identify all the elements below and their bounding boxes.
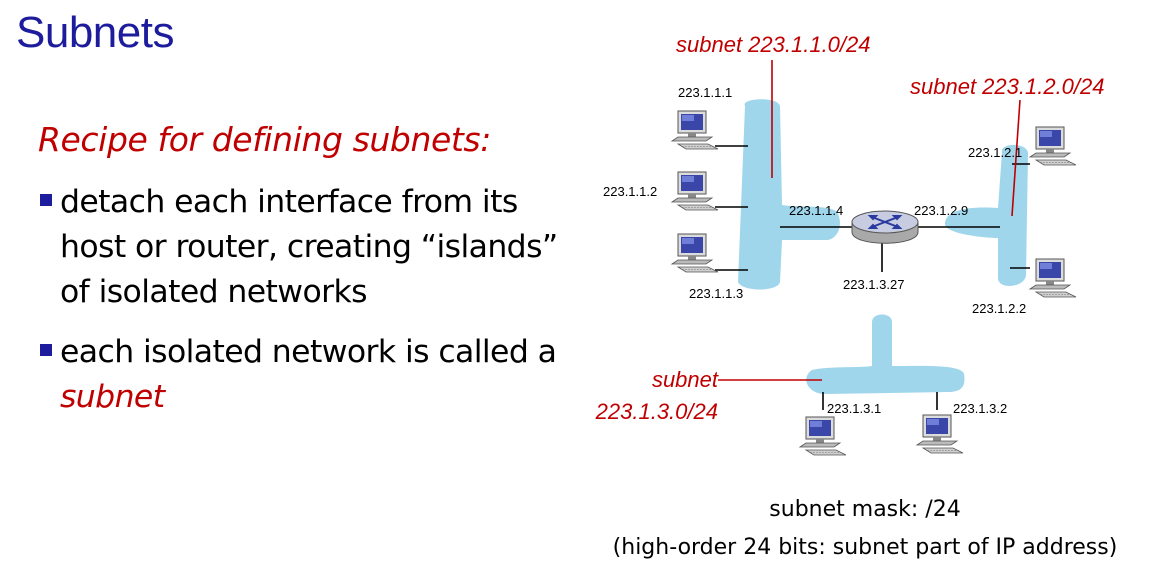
address-label: 223.1.1.4 [789, 203, 843, 218]
address-label: 223.1.2.2 [972, 301, 1026, 316]
bullet-text: each isolated network is called a [60, 334, 557, 370]
computer-icon [1029, 126, 1077, 166]
address-label: 223.1.1.3 [689, 286, 743, 301]
subnet-emphasis: subnet [60, 379, 165, 415]
computer-icon [671, 171, 719, 211]
subnet-label: subnet 223.1.1.0/24 [676, 32, 871, 57]
computer-icon [799, 416, 847, 456]
subnet-label: subnet [652, 367, 719, 392]
bullet-square-icon [40, 194, 52, 206]
computer-icon [916, 414, 964, 454]
computer-icon [671, 233, 719, 273]
address-label: 223.1.3.2 [953, 401, 1007, 416]
recipe-heading: Recipe for defining subnets: [38, 120, 491, 159]
subnet-blob-1 [738, 99, 840, 290]
address-label: 223.1.2.9 [914, 203, 968, 218]
bullet-item: each isolated network is called a subnet [38, 330, 578, 420]
page-title: Subnets [16, 8, 174, 57]
subnet-mask-explanation: (high-order 24 bits: subnet part of IP a… [612, 535, 1118, 560]
router-icon [851, 210, 919, 244]
address-label: 223.1.3.1 [827, 401, 881, 416]
computer-icon [1029, 258, 1077, 298]
computer-icon [671, 110, 719, 150]
label-leaders [718, 60, 1021, 381]
address-label: 223.1.1.1 [678, 85, 732, 100]
subnet-mask-caption: subnet mask: /24 [769, 497, 961, 522]
bullet-square-icon [40, 344, 52, 356]
address-label: 223.1.3.27 [843, 277, 904, 292]
bullet-list: detach each interface from its host or r… [38, 180, 578, 435]
address-label: 223.1.1.2 [603, 184, 657, 199]
subnet-blob-2 [945, 144, 1029, 286]
subnet-label: subnet 223.1.2.0/24 [910, 74, 1105, 99]
subnet-label: 223.1.3.0/24 [595, 399, 718, 424]
address-label: 223.1.2.1 [968, 145, 1022, 160]
subnet-blob-3 [806, 314, 965, 394]
bullet-item: detach each interface from its host or r… [38, 180, 578, 315]
bullet-text: detach each interface from its host or r… [60, 184, 558, 310]
